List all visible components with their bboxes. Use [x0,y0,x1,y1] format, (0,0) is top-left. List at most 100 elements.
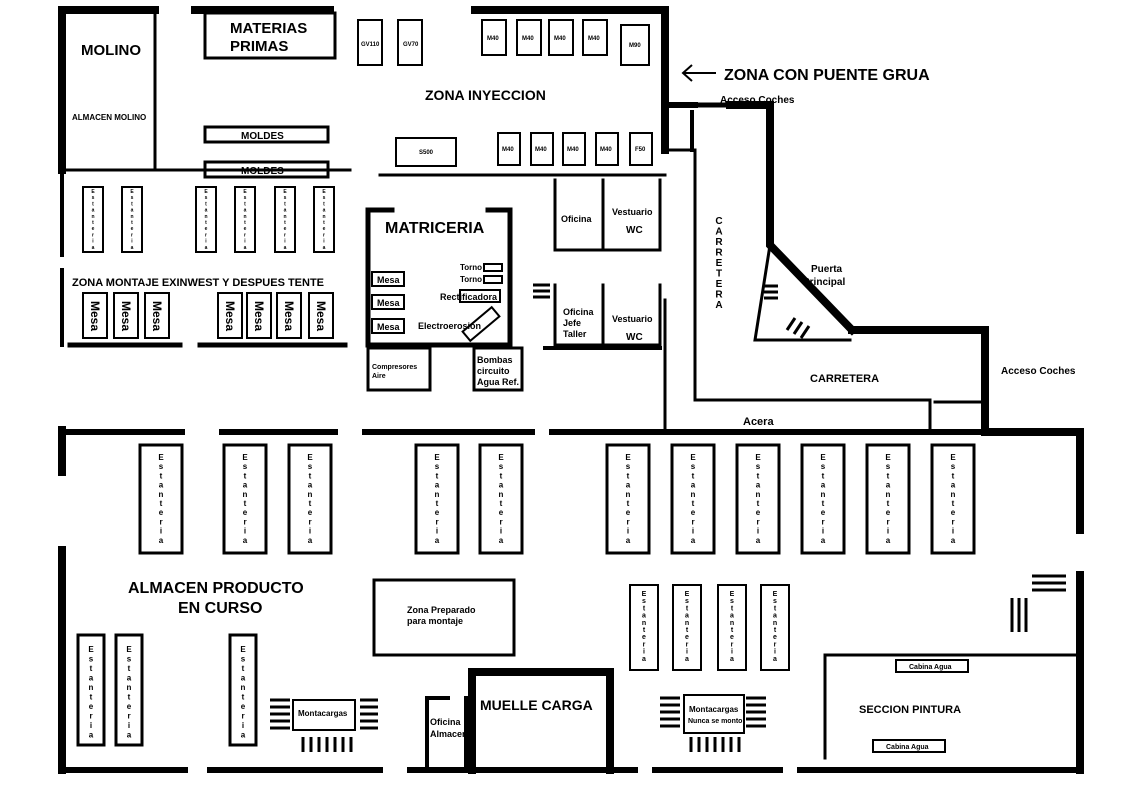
svg-text:t: t [160,499,163,508]
mesa-small-2: Mesa [377,298,401,308]
svg-text:r: r [127,712,130,721]
svg-text:M40: M40 [588,36,600,42]
svg-text:e: e [241,702,246,711]
almacen-producto-label-1: ALMACEN PRODUCTO [128,580,304,597]
svg-text:s: s [886,462,891,471]
svg-text:E: E [716,279,723,290]
svg-text:n: n [626,490,631,499]
svg-text:r: r [243,517,246,526]
svg-text:e: e [691,508,696,517]
svg-text:a: a [244,208,247,214]
svg-text:s: s [159,462,164,471]
svg-text:e: e [951,508,956,517]
top-shelves [82,186,335,253]
svg-text:r: r [92,232,94,238]
svg-text:r: r [643,641,646,648]
svg-text:t: t [774,605,777,612]
svg-text:a: a [685,656,689,663]
svg-text:a: a [205,245,208,251]
svg-text:R: R [715,237,723,248]
compresores-label-1: Compresores [372,364,417,371]
svg-text:a: a [205,208,208,214]
oficina-jefe-label-2: Jefe [563,318,581,328]
svg-text:a: a [323,208,326,214]
moldes-label-1: MOLDES [241,131,284,142]
svg-text:a: a [886,536,891,545]
moldes-label-2: MOLDES [241,166,284,177]
svg-text:t: t [627,471,630,480]
svg-text:i: i [131,239,133,245]
montacargas-right [683,694,745,734]
svg-text:n: n [130,214,133,220]
svg-text:i: i [284,239,286,245]
svg-text:n: n [756,490,761,499]
svg-text:n: n [691,490,696,499]
svg-text:t: t [952,499,955,508]
svg-text:T: T [716,269,722,280]
svg-text:i: i [643,649,645,656]
svg-text:t: t [692,499,695,508]
montacargas-label-1: Montacargas [298,709,348,718]
svg-text:i: i [128,721,130,730]
svg-text:t: t [323,201,325,207]
wc-label-1: WC [626,225,643,236]
svg-text:n: n [89,683,94,692]
svg-text:a: a [499,481,504,490]
svg-text:i: i [822,527,824,536]
svg-text:a: a [821,481,826,490]
svg-text:e: e [642,634,646,641]
svg-text:s: s [241,655,246,664]
svg-text:s: s [435,462,440,471]
svg-text:E: E [307,453,313,462]
svg-text:t: t [952,471,955,480]
svg-text:M40: M40 [554,36,566,42]
svg-text:s: s [756,462,761,471]
svg-text:e: e [243,508,248,517]
svg-text:r: r [284,232,286,238]
svg-text:t: t [774,627,777,634]
svg-text:t: t [323,220,325,226]
svg-text:E: E [625,453,631,462]
svg-text:M90: M90 [629,43,641,49]
svg-text:t: t [436,471,439,480]
svg-text:t: t [887,471,890,480]
matriceria-label: MATRICERIA [385,220,485,237]
bombas-label-2: circuito [477,366,510,376]
svg-text:C: C [715,216,722,227]
svg-text:a: a [89,731,94,740]
svg-text:r: r [756,517,759,526]
svg-text:i: i [244,239,246,245]
svg-text:t: t [887,499,890,508]
bombas-label-3: Agua Ref. [477,377,519,387]
svg-text:e: e [284,226,287,232]
svg-text:i: i [436,527,438,536]
svg-text:A: A [715,300,722,311]
vestuario-label-1: Vestuario [612,207,653,217]
svg-text:a: a [691,536,696,545]
svg-text:r: r [951,517,954,526]
svg-text:a: a [756,536,761,545]
svg-text:i: i [731,649,733,656]
svg-text:t: t [731,627,734,634]
svg-text:i: i [686,649,688,656]
svg-text:E: E [240,645,246,654]
machine-labels-top: GV110 GV70 M40 M40 M40 M40 M90 [361,36,641,49]
svg-text:E: E [204,189,208,195]
svg-text:E: E [126,645,132,654]
svg-text:e: e [244,226,247,232]
svg-text:a: a [685,613,689,620]
svg-text:M40: M40 [502,147,514,153]
muelle-carga-label: MUELLE CARGA [480,697,593,713]
rectificadora-label: Rectificadora [440,292,498,302]
svg-text:E: E [716,258,723,269]
svg-text:E: E [322,189,326,195]
svg-text:e: e [159,508,164,517]
svg-text:a: a [951,481,956,490]
svg-text:t: t [244,471,247,480]
svg-text:E: E [91,189,95,195]
svg-text:s: s [127,655,132,664]
svg-text:F50: F50 [635,147,646,153]
cabina-agua-label-1: Cabina Agua [909,664,952,671]
